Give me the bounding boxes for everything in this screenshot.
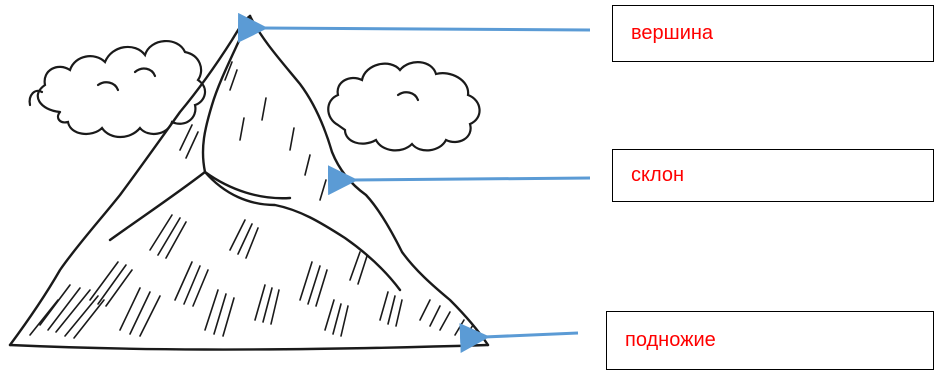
slope-arrow xyxy=(352,178,590,180)
foot-arrow xyxy=(484,333,578,337)
mountain-hatching xyxy=(30,62,473,338)
peak-arrow xyxy=(262,28,590,30)
slope-label: склон xyxy=(631,164,684,187)
foot-label: подножие xyxy=(625,329,716,352)
right-cloud xyxy=(328,62,479,150)
peak-label: вершина xyxy=(631,22,713,45)
slope-label-box: склон xyxy=(612,149,934,202)
left-cloud xyxy=(30,41,205,137)
foot-label-box: подножие xyxy=(606,311,934,370)
peak-label-box: вершина xyxy=(612,5,934,62)
